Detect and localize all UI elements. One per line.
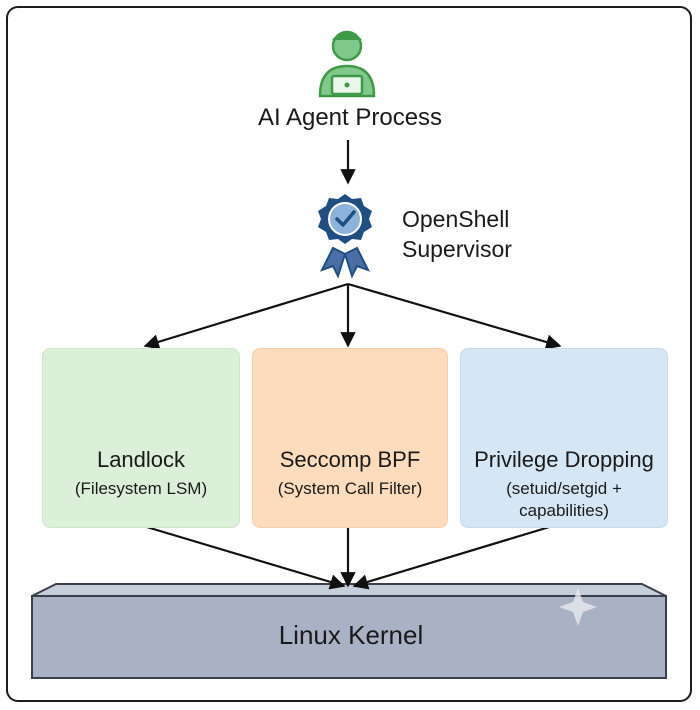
arrow-supervisor-to-landlock	[143, 282, 349, 350]
privilege-subtitle: (setuid/setgid + capabilities)	[506, 479, 622, 520]
kernel-block	[31, 583, 667, 679]
landlock-box: Landlock (Filesystem LSM)	[42, 348, 240, 528]
linux-kernel-label: Linux Kernel	[278, 620, 424, 650]
supervisor-label-line2: Supervisor	[402, 236, 512, 262]
supervisor-label: OpenShell Supervisor	[402, 204, 512, 264]
privilege-dropping-box: Privilege Dropping (setuid/setgid + capa…	[460, 348, 668, 528]
flow-arrows	[139, 140, 562, 590]
landlock-title: Landlock	[96, 447, 186, 472]
person-laptop-icon	[318, 30, 376, 98]
privilege-title: Privilege Dropping	[474, 447, 654, 472]
badge-check-icon	[318, 194, 372, 279]
seccomp-title: Seccomp BPF	[279, 447, 421, 472]
arrow-supervisor-to-privilege	[347, 282, 562, 350]
landlock-subtitle: (Filesystem LSM)	[74, 479, 208, 498]
supervisor-label-line1: OpenShell	[402, 206, 510, 232]
sparkle-icon	[559, 588, 597, 626]
agent-process-label: AI Agent Process	[257, 104, 443, 131]
arrow-landlock-to-kernel	[139, 523, 346, 590]
arrow-privilege-to-kernel	[352, 523, 557, 590]
seccomp-subtitle: (System Call Filter)	[277, 479, 423, 498]
seccomp-box: Seccomp BPF (System Call Filter)	[252, 348, 448, 528]
